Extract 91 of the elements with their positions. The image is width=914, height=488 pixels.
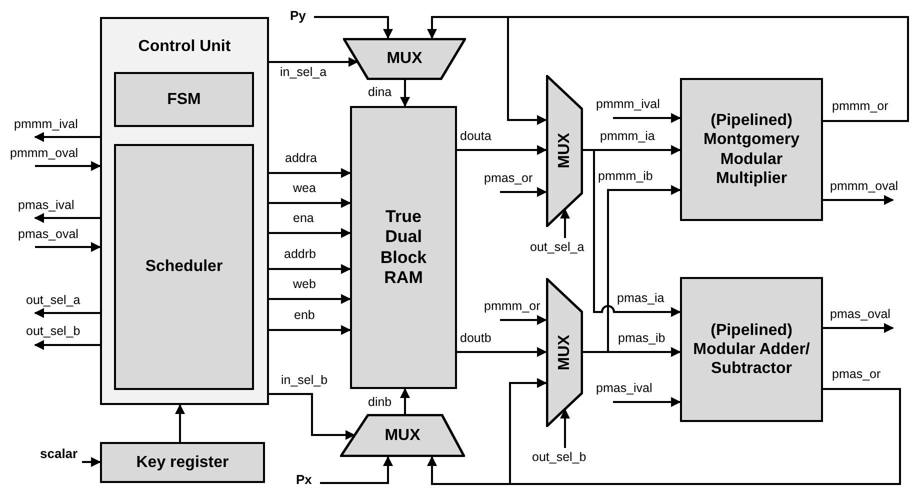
signal-arrow — [400, 80, 410, 107]
signal-label: pmmm_oval — [830, 180, 898, 194]
signal-label: ena — [293, 212, 314, 226]
signal-label: wea — [293, 182, 316, 196]
multiplexer-trapezoid — [340, 414, 465, 457]
signal-arrow — [427, 388, 901, 485]
signal-arrow — [269, 264, 351, 274]
signal-label: out_sel_b — [532, 451, 586, 465]
multiplier-block — [680, 78, 823, 221]
signal-label: pmmm_oval — [10, 147, 78, 161]
signal-arrow — [320, 456, 393, 484]
signal-label: addrb — [284, 248, 316, 262]
signal-arrow — [34, 132, 100, 142]
signal-label: pmmm_ival — [14, 118, 78, 132]
multiplexer-trapezoid — [343, 38, 466, 80]
block-label: MUX — [554, 334, 574, 370]
block-label: MUX — [554, 133, 574, 169]
signal-arrow — [34, 213, 100, 223]
signal-arrow — [500, 187, 547, 197]
signal-label: dina — [368, 86, 392, 100]
signal-arrow — [269, 228, 351, 238]
signal-label: pmmm_ia — [600, 130, 655, 144]
signal-label: enb — [294, 309, 315, 323]
input-label: Px — [296, 472, 312, 487]
signal-label: pmas_ia — [617, 292, 664, 306]
signal-label: in_sel_a — [280, 66, 327, 80]
signal-arrow — [269, 168, 351, 178]
adder-subtractor-block — [680, 277, 823, 422]
signal-arrow — [400, 388, 410, 414]
signal-label: web — [293, 278, 316, 292]
signal-label: out_sel_b — [26, 325, 80, 339]
block-label: Scheduler — [145, 257, 223, 277]
input-label: scalar — [40, 446, 78, 461]
signal-label: pmas_ival — [596, 382, 652, 396]
signal-label: addra — [285, 152, 317, 166]
signal-arrow — [507, 16, 909, 125]
block-label: (Pipelined) Montgomery Modular Multiplier — [702, 111, 800, 188]
signal-label: doutb — [460, 332, 492, 346]
signal-label: pmmm_ival — [596, 98, 660, 112]
signal-label: pmas_ival — [18, 199, 74, 213]
signal-arrow — [314, 16, 393, 39]
input-label: Py — [290, 8, 306, 23]
signal-arrow — [823, 195, 894, 205]
signal-label: out_sel_a — [26, 294, 80, 308]
signal-arrow — [613, 113, 681, 123]
block-label: MUX — [384, 426, 420, 446]
signal-arrow — [175, 404, 185, 442]
signal-label: pmmm_or — [832, 100, 888, 114]
signal-label: pmas_oval — [830, 308, 890, 322]
signal-label: in_sel_b — [281, 374, 328, 388]
signal-arrow — [457, 347, 547, 357]
signal-arrow — [34, 340, 100, 350]
signal-label: dinb — [368, 396, 392, 410]
signal-label: pmmm_or — [484, 300, 540, 314]
signal-label: pmas_or — [832, 368, 881, 382]
signal-arrow — [500, 315, 547, 325]
scheduler-block — [114, 144, 254, 390]
signal-arrow — [457, 145, 547, 155]
block-label: (Pipelined) Modular Adder/ Subtractor — [692, 320, 811, 378]
signal-arrow — [613, 397, 681, 407]
signal-arrow — [269, 294, 351, 304]
signal-arrow — [35, 242, 101, 252]
signal-arrow — [82, 457, 101, 467]
control-unit-panel — [100, 17, 269, 405]
signal-arrow — [269, 325, 351, 335]
signal-arrow — [583, 149, 681, 317]
fsm-block — [114, 72, 254, 127]
signal-arrow — [560, 408, 570, 448]
signal-label: pmmm_ib — [598, 170, 653, 184]
multiplexer-trapezoid — [546, 75, 583, 227]
block-label: FSM — [167, 90, 201, 110]
signal-arrow — [823, 323, 894, 333]
signal-label: pmas_ib — [618, 332, 666, 346]
block-label: Key register — [136, 452, 229, 472]
signal-arrow — [269, 198, 351, 208]
signal-arrow — [269, 393, 356, 440]
multiplexer-trapezoid — [546, 278, 583, 427]
signal-arrow — [34, 308, 100, 318]
block-ram-box — [350, 106, 457, 389]
signal-label: pmas_or — [484, 172, 533, 186]
signal-arrow — [560, 208, 570, 238]
signal-arrow — [35, 161, 101, 171]
signal-label: pmas_oval — [18, 228, 78, 242]
signal-arrow — [269, 57, 358, 67]
panel-title: Control Unit — [138, 37, 231, 56]
key-register-box — [100, 442, 265, 483]
signal-label: douta — [460, 130, 492, 144]
signal-arrow — [583, 347, 681, 357]
block-label: MUX — [386, 49, 422, 69]
block-label: True Dual Block RAM — [379, 206, 428, 288]
signal-label: out_sel_a — [530, 241, 584, 255]
